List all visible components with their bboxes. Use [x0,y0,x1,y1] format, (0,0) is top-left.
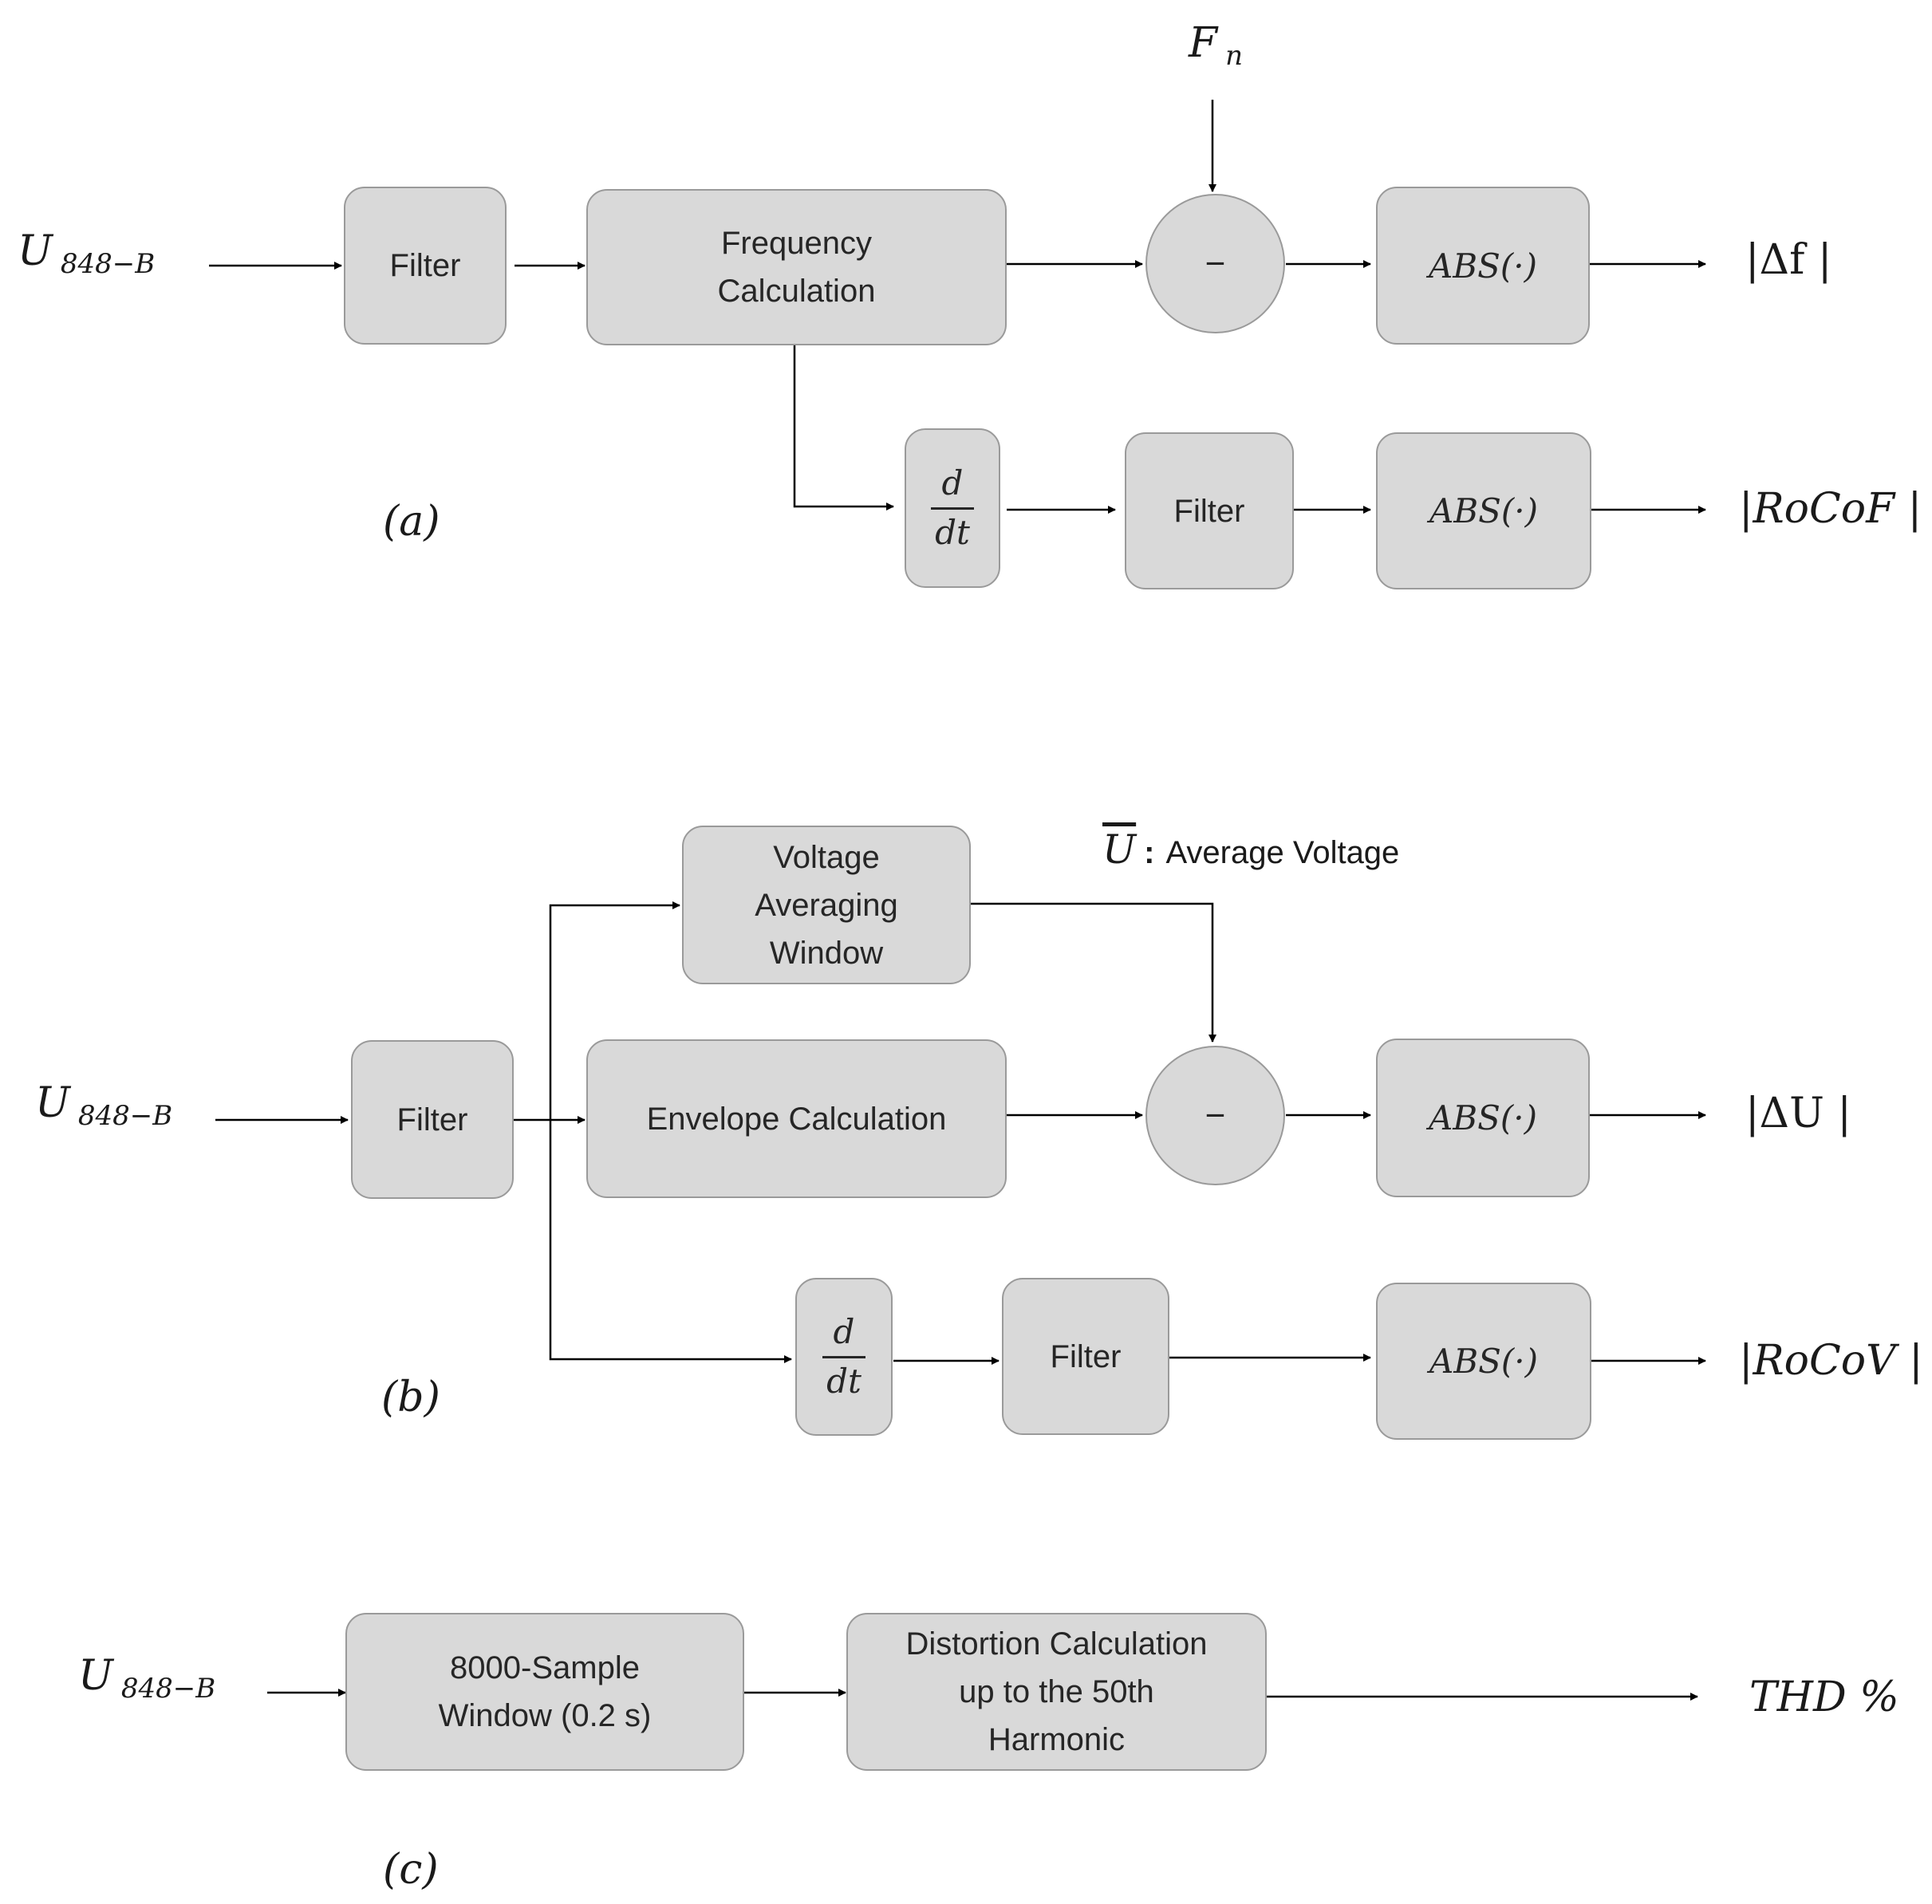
b-average-voltage-note: U:Average Voltage [1102,830,1399,869]
arrow-b-avg-to-sub [969,902,1216,1043]
b-voltage-averaging-block: Voltage Averaging Window [682,826,971,984]
a-delta-f-output: |Δf | [1745,236,1832,284]
a-filter-2-block: Filter [1125,432,1294,589]
b-filter-block: Filter [351,1040,514,1199]
c-sample-window-block: 8000-Sample Window (0.2 s) [345,1613,744,1771]
b-note-colon: : [1144,835,1155,870]
b-derivative-denominator: dt [826,1361,862,1401]
b-delta-u-output: |ΔU | [1745,1090,1851,1137]
b-abs-2-block: ABS(·) [1376,1283,1591,1440]
arrow-a-freq-to-deriv [793,345,894,510]
a-derivative-numerator: d [941,463,964,503]
b-derivative-block: d dt [795,1278,893,1436]
b-derivative-fraction-bar [822,1355,865,1358]
b-note-text: Average Voltage [1165,835,1400,870]
panel-c-label: (c) [383,1846,439,1894]
a-derivative-denominator: dt [935,512,970,552]
c-thd-output: THD % [1749,1673,1899,1721]
a-filter-block: Filter [344,187,507,345]
b-subtractor-node: − [1145,1046,1285,1185]
b-abs-block: ABS(·) [1376,1039,1590,1197]
a-abs-block: ABS(·) [1376,187,1590,345]
b-envelope-calculation-block: Envelope Calculation [586,1039,1007,1198]
b-filter-2-block: Filter [1002,1278,1169,1435]
a-derivative-block: d dt [905,428,1000,588]
c-distortion-calculation-block: Distortion Calculation up to the 50th Ha… [846,1613,1267,1771]
a-rocof-output: |RoCoF | [1739,485,1922,533]
a-frequency-calculation-block: Frequency Calculation [586,189,1007,345]
arrow-b-branch-to-avg [549,901,680,1120]
a-abs-2-block: ABS(·) [1376,432,1591,589]
a-derivative-fraction-bar [931,507,974,510]
a-subtractor-node: − [1145,194,1285,333]
panel-b-label: (b) [381,1374,440,1421]
b-derivative-numerator: d [833,1312,855,1352]
b-rocov-output: |RoCoV | [1739,1337,1923,1385]
b-u-bar-symbol: U [1102,826,1137,873]
panel-a-label: (a) [383,498,440,546]
arrow-b-branch-to-deriv [549,1120,792,1363]
